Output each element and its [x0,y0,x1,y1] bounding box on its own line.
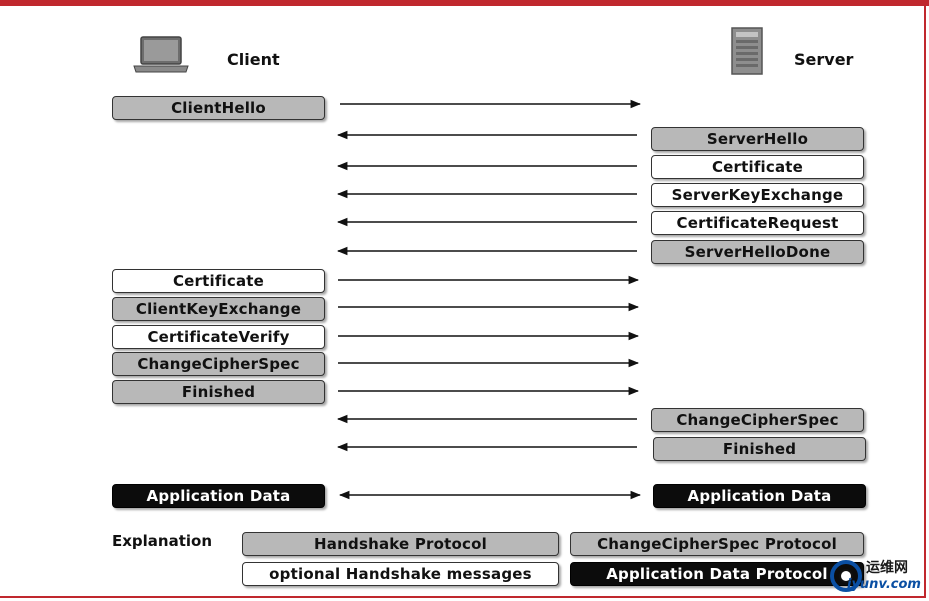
msg-server-finished: Finished [653,437,866,461]
msg-client-finished: Finished [112,380,325,404]
msg-server-key-exchange: ServerKeyExchange [651,183,864,207]
legend-title: Explanation [112,532,213,550]
msg-server-hello-done: ServerHelloDone [651,240,864,264]
laptop-icon [133,36,189,73]
msg-server-application-data: Application Data [653,484,866,508]
legend-change-cipher-spec-protocol: ChangeCipherSpec Protocol [570,532,864,556]
legend-optional-handshake: optional Handshake messages [242,562,559,586]
msg-certificate-verify: CertificateVerify [112,325,325,349]
msg-server-hello: ServerHello [651,127,864,151]
msg-server-certificate: Certificate [651,155,864,179]
msg-certificate-request: CertificateRequest [651,211,864,235]
watermark-text-url: iyunv.com [847,577,921,592]
watermark-logo-icon [830,560,862,592]
client-label: Client [227,50,280,69]
msg-client-application-data: Application Data [112,484,325,508]
top-border [0,0,929,6]
msg-client-change-cipher-spec: ChangeCipherSpec [112,352,325,376]
legend-application-data-protocol: Application Data Protocol [570,562,864,586]
watermark-text-cn: 运维网 [866,560,908,576]
server-icon [731,27,763,75]
msg-client-certificate: Certificate [112,269,325,293]
frame-border [0,6,926,598]
msg-client-key-exchange: ClientKeyExchange [112,297,325,321]
msg-server-change-cipher-spec: ChangeCipherSpec [651,408,864,432]
msg-client-hello: ClientHello [112,96,325,120]
legend-handshake-protocol: Handshake Protocol [242,532,559,556]
server-label: Server [794,50,854,69]
